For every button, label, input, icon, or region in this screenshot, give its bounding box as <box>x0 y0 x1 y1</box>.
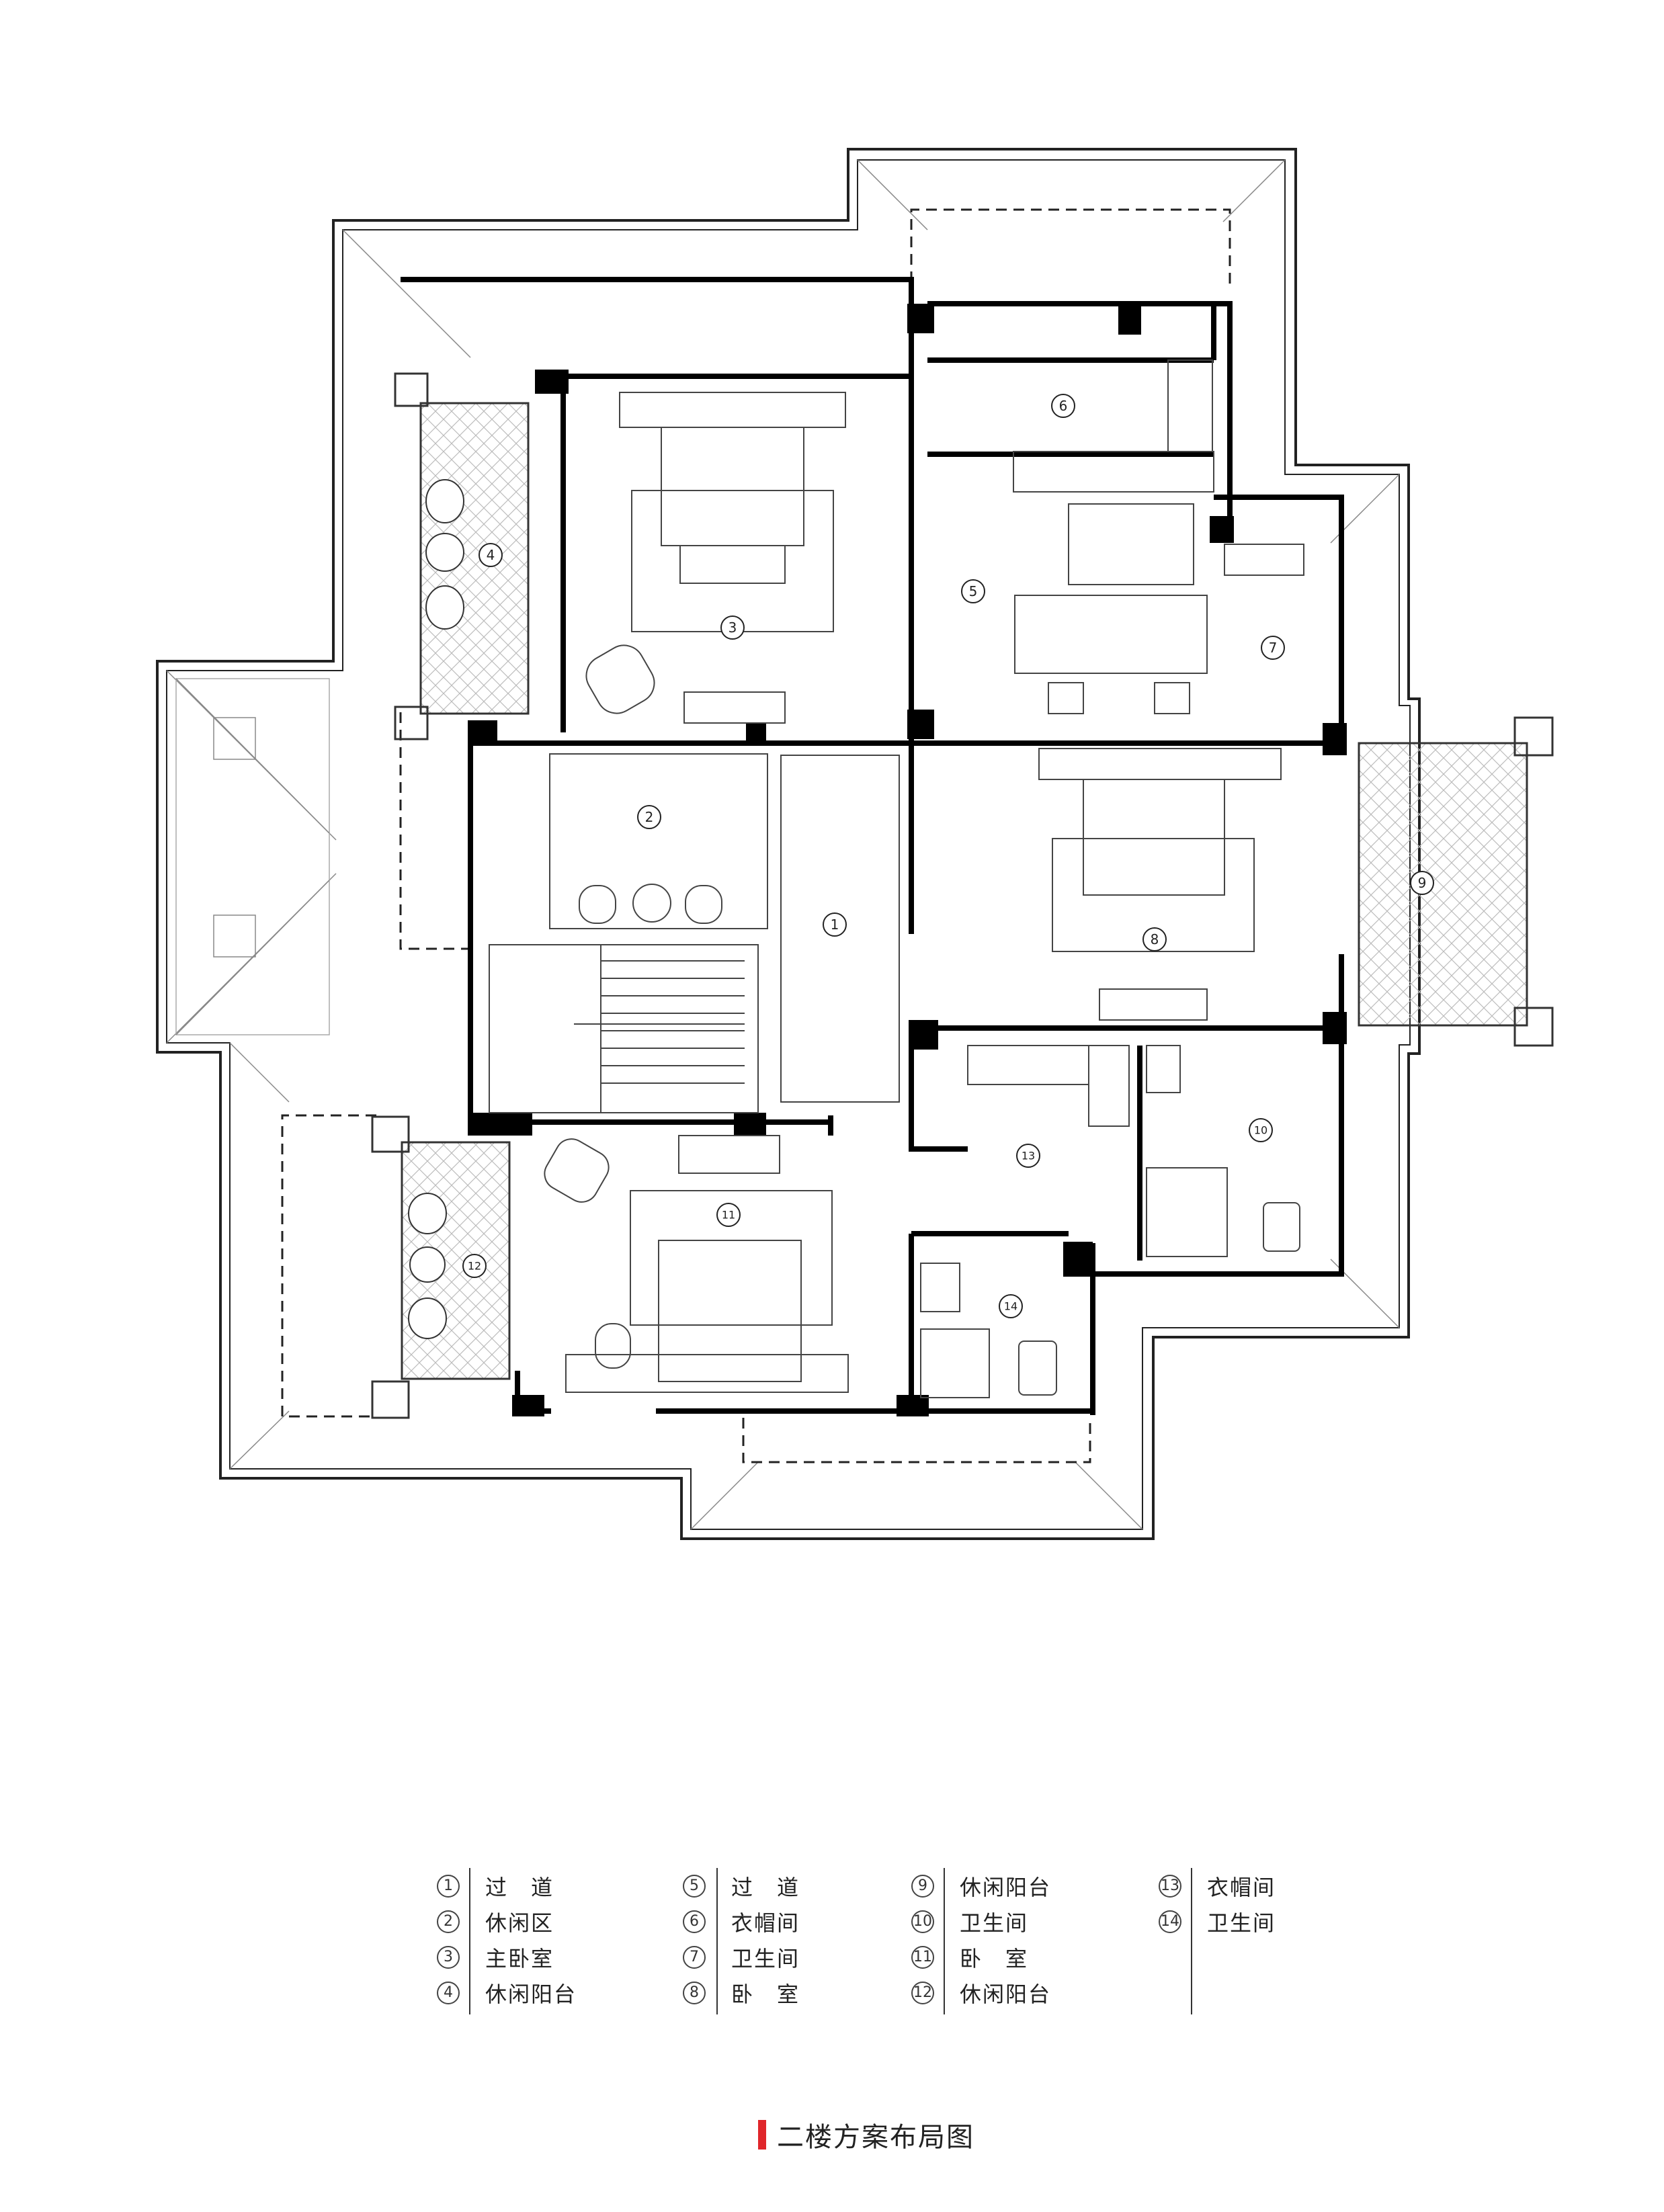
room-marker-11: 11 <box>716 1203 741 1227</box>
legend-item: 10 卫生间 <box>911 1904 1153 1939</box>
room-marker-13: 13 <box>1016 1144 1040 1168</box>
legend-label: 衣帽间 <box>731 1910 800 1936</box>
legend-number: 10 <box>911 1910 934 1933</box>
room-marker-5: 5 <box>961 579 985 603</box>
legend-number: 5 <box>683 1874 706 1898</box>
legend-item: 1 过 道 <box>437 1868 679 1904</box>
svg-text:5: 5 <box>969 583 978 599</box>
legend-item: 4 休闲阳台 <box>437 1975 679 2010</box>
svg-text:12: 12 <box>468 1260 481 1273</box>
legend-number: 11 <box>911 1945 934 1969</box>
legend-divider <box>944 1868 945 2014</box>
svg-text:4: 4 <box>487 547 495 563</box>
floor-plan: 1 2 3 4 5 6 7 8 9 10 11 12 13 14 <box>156 148 1554 1540</box>
legend-item: 3 主卧室 <box>437 1939 679 1975</box>
legend-column-1: 1 过 道 2 休闲区 3 主卧室 4 休闲阳台 <box>437 1868 679 2010</box>
legend-label: 卧 室 <box>960 1945 1029 1971</box>
legend-column-4: 13 衣帽间 14 卫生间 <box>1159 1868 1401 1939</box>
legend-item: 8 卧 室 <box>683 1975 925 2010</box>
svg-text:2: 2 <box>645 809 654 825</box>
columns <box>468 302 1347 1416</box>
legend-divider <box>469 1868 470 2014</box>
legend-label: 休闲区 <box>485 1910 554 1936</box>
legend-label: 衣帽间 <box>1207 1874 1276 1900</box>
legend-number: 4 <box>437 1981 460 2004</box>
legend-number: 14 <box>1159 1910 1181 1933</box>
legend-label: 休闲阳台 <box>485 1981 577 2007</box>
dashed-outlines <box>281 208 1231 1463</box>
room-marker-4: 4 <box>479 543 503 567</box>
caption-title: 二楼方案布局图 <box>777 2122 974 2153</box>
legend-number: 1 <box>437 1874 460 1898</box>
figure-caption: 二楼方案布局图 <box>758 2115 974 2154</box>
legend-divider <box>1191 1868 1192 2014</box>
legend-number: 9 <box>911 1874 934 1898</box>
svg-text:7: 7 <box>1269 640 1278 656</box>
legend-divider <box>716 1868 718 2014</box>
roof-hip-lines <box>166 159 1400 1530</box>
legend-label: 主卧室 <box>485 1945 554 1971</box>
caption-accent-bar <box>758 2120 766 2150</box>
svg-text:9: 9 <box>1418 875 1427 891</box>
legend-label: 卫生间 <box>960 1910 1029 1936</box>
legend-item: 11 卧 室 <box>911 1939 1153 1975</box>
svg-text:8: 8 <box>1151 931 1159 947</box>
walls <box>401 277 1344 1415</box>
legend-label: 过 道 <box>485 1874 554 1900</box>
room-markers: 1 2 3 4 5 6 7 8 9 10 11 12 13 14 <box>462 394 1434 1318</box>
room-marker-6: 6 <box>1051 394 1075 418</box>
svg-text:14: 14 <box>1004 1300 1017 1313</box>
legend-column-2: 5 过 道 6 衣帽间 7 卫生间 8 卧 室 <box>683 1868 925 2010</box>
legend-item: 5 过 道 <box>683 1868 925 1904</box>
legend-number: 8 <box>683 1981 706 2004</box>
legend-number: 12 <box>911 1981 934 2004</box>
room-marker-10: 10 <box>1249 1118 1273 1142</box>
furniture <box>489 359 1304 1398</box>
svg-text:11: 11 <box>722 1209 735 1222</box>
room-marker-9: 9 <box>1410 871 1434 895</box>
room-marker-8: 8 <box>1142 927 1167 951</box>
room-legend: 1 过 道 2 休闲区 3 主卧室 4 休闲阳台 5 过 道 6 衣帽间 7 卫生间 8 卧 室… <box>0 1868 1664 2023</box>
legend-label: 休闲阳台 <box>960 1981 1052 2007</box>
legend-number: 7 <box>683 1945 706 1969</box>
balcony-4 <box>394 372 530 740</box>
legend-label: 卧 室 <box>731 1981 800 2007</box>
svg-text:1: 1 <box>831 917 839 933</box>
room-marker-3: 3 <box>720 615 745 640</box>
legend-item: 2 休闲区 <box>437 1904 679 1939</box>
svg-text:13: 13 <box>1022 1150 1035 1162</box>
room-marker-2: 2 <box>637 805 661 829</box>
room-marker-14: 14 <box>999 1294 1023 1318</box>
legend-label: 卫生间 <box>1207 1910 1276 1936</box>
room-marker-12: 12 <box>462 1254 487 1278</box>
legend-label: 休闲阳台 <box>960 1874 1052 1900</box>
legend-label: 过 道 <box>731 1874 800 1900</box>
legend-item: 7 卫生间 <box>683 1939 925 1975</box>
room-marker-1: 1 <box>823 912 847 937</box>
legend-item: 13 衣帽间 <box>1159 1868 1401 1904</box>
legend-item: 12 休闲阳台 <box>911 1975 1153 2010</box>
legend-number: 2 <box>437 1910 460 1933</box>
legend-column-3: 9 休闲阳台 10 卫生间 11 卧 室 12 休闲阳台 <box>911 1868 1153 2010</box>
legend-number: 13 <box>1159 1874 1181 1898</box>
legend-number: 6 <box>683 1910 706 1933</box>
svg-text:3: 3 <box>729 620 737 636</box>
room-marker-7: 7 <box>1261 636 1285 660</box>
legend-label: 卫生间 <box>731 1945 800 1971</box>
legend-item: 9 休闲阳台 <box>911 1868 1153 1904</box>
balcony-12 <box>371 1115 511 1419</box>
svg-text:6: 6 <box>1059 398 1068 414</box>
balcony-9 <box>1358 716 1554 1047</box>
legend-item: 14 卫生间 <box>1159 1904 1401 1939</box>
legend-item: 6 衣帽间 <box>683 1904 925 1939</box>
legend-number: 3 <box>437 1945 460 1969</box>
svg-text:10: 10 <box>1254 1124 1267 1137</box>
